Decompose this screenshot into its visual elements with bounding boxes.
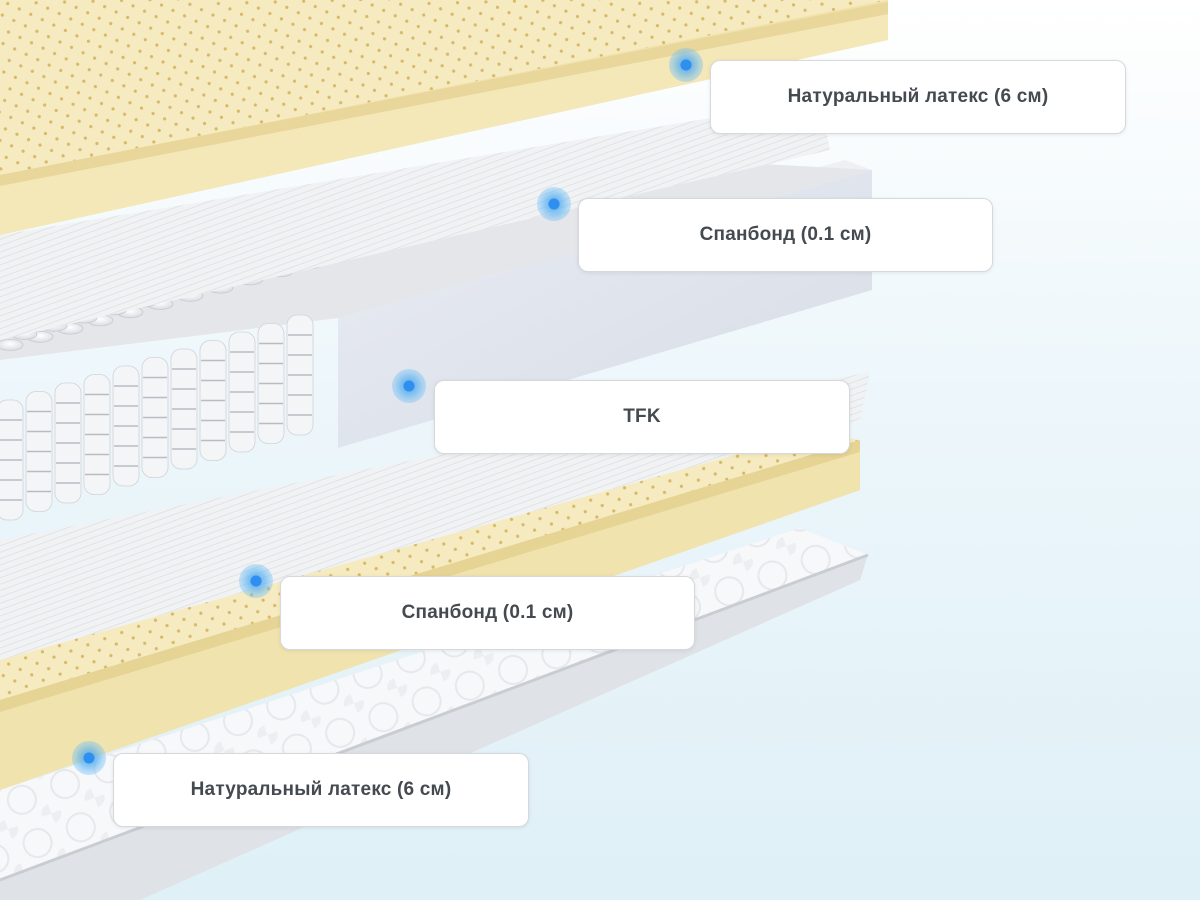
hotspot-bottom-latex[interactable]: [72, 741, 106, 775]
layer-label-text: Натуральный латекс (6 см): [787, 86, 1049, 107]
spring-coil-top: [0, 339, 24, 351]
hotspot-lower-spunbond[interactable]: [239, 564, 273, 598]
layer-label-text: Спанбонд (0.1 см): [401, 602, 574, 623]
layer-label-upper-spunbond[interactable]: Спанбонд (0.1 см): [578, 198, 993, 272]
layer-label-tfk[interactable]: TFK: [434, 380, 850, 454]
hotspot-upper-spunbond[interactable]: [537, 187, 571, 221]
layer-label-lower-spunbond[interactable]: Спанбонд (0.1 см): [280, 576, 695, 650]
top-latex-layer: [0, 0, 888, 235]
layer-label-text: TFK: [623, 406, 661, 427]
layer-label-text: Натуральный латекс (6 см): [190, 779, 452, 800]
hotspot-top-latex[interactable]: [669, 48, 703, 82]
layer-label-bottom-latex[interactable]: Натуральный латекс (6 см): [113, 753, 529, 827]
upper-spunbond-layer: [0, 100, 830, 340]
hotspot-tfk[interactable]: [392, 369, 426, 403]
layer-label-top-latex[interactable]: Натуральный латекс (6 см): [710, 60, 1126, 134]
layer-label-text: Спанбонд (0.1 см): [699, 224, 872, 245]
